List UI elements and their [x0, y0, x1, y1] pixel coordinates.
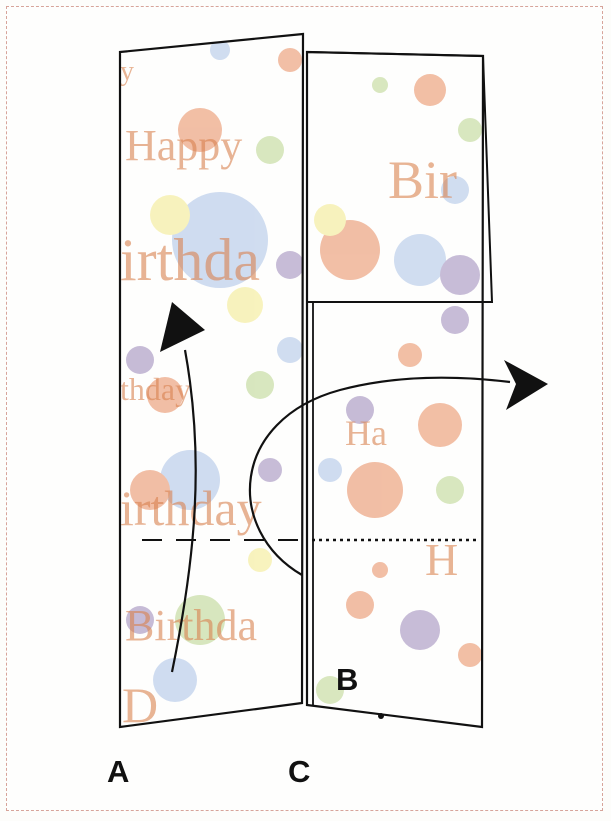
fabric-text-happy: Happy	[125, 121, 242, 170]
fabric-print-right: Bir Ha H	[314, 74, 482, 704]
fabric-text-thday: thday	[120, 371, 191, 407]
fabric-text-irthda: irthda	[120, 227, 260, 293]
arrowhead-up-icon	[160, 302, 205, 352]
fabric-print-left: Happy irthda thday irthday Birthda D y	[120, 40, 304, 733]
fabric-text-ha: Ha	[345, 413, 387, 453]
fabric-text-birthda: Birthda	[125, 601, 257, 650]
fabric-text-irthday: irthday	[120, 480, 262, 536]
fabric-text-h: H	[425, 534, 458, 585]
fabric-text-bir: Bir	[388, 150, 457, 210]
arrowhead-right-icon	[504, 360, 548, 410]
fabric-text-y: y	[120, 56, 134, 87]
label-a: A	[107, 754, 129, 789]
label-c: C	[288, 754, 310, 789]
marker-dot	[378, 713, 384, 719]
label-b: B	[336, 662, 358, 697]
